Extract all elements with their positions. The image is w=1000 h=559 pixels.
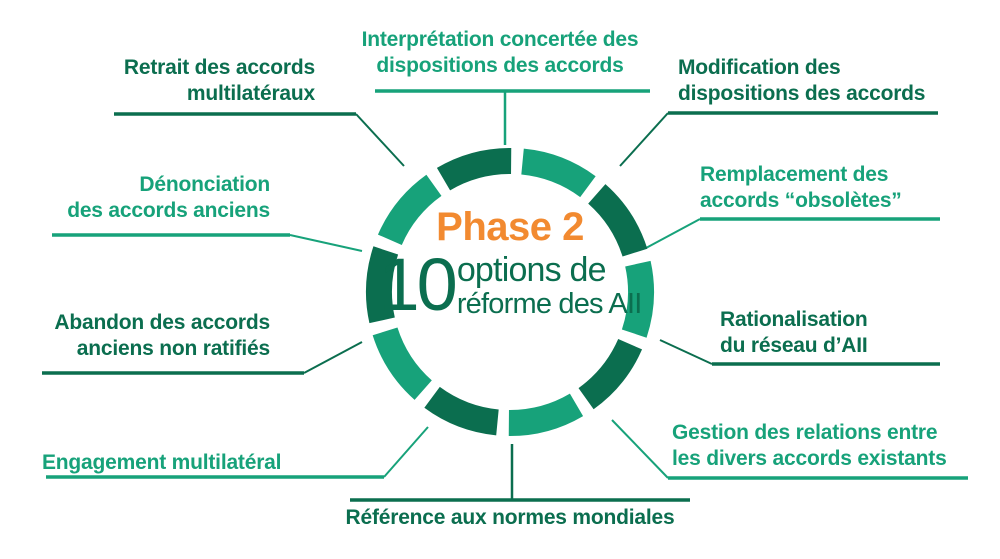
option-label-remplacement-des-accords-obsoletes: Remplacement des accords “obsolètes” xyxy=(700,163,902,212)
option-label-denonciation-des-accords-anciens: Dénonciation des accords anciens xyxy=(67,173,270,222)
connector-remplacement xyxy=(645,217,940,249)
option-label-reference-aux-normes-mondiales: Référence aux normes mondiales xyxy=(345,506,675,529)
option-label-interpretation-concertee: Interprétation concertée des disposition… xyxy=(361,28,639,77)
option-label-retrait-des-accords-multilateraux: Retrait des accords multilatéraux xyxy=(123,56,315,105)
connector-interpretation xyxy=(375,89,650,145)
ring-segment-engagement xyxy=(372,327,433,400)
connector-modification xyxy=(619,111,938,167)
ring-segment-retrait xyxy=(436,147,512,191)
connector-denonciation xyxy=(52,233,363,252)
connector-retrait xyxy=(114,112,405,167)
option-label-engagement-multilateral: Engagement multilatéral xyxy=(42,451,282,474)
ring-segment-remplacement xyxy=(621,260,654,338)
option-label-gestion-des-relations: Gestion des relations entre les divers a… xyxy=(672,421,947,470)
ring-segment-modification xyxy=(587,184,648,257)
ring-segment-denonciation xyxy=(377,174,442,246)
ring-segment-interpretation-left xyxy=(520,148,596,198)
ring-segment-rationalisation xyxy=(578,338,643,410)
connector-engagement xyxy=(46,426,429,479)
ring-segment-reference-right xyxy=(424,386,500,436)
donut-ring-segments xyxy=(366,147,654,437)
option-label-modification-des-dispositions: Modification des dispositions des accord… xyxy=(678,56,926,105)
ring-segment-gestion xyxy=(508,393,584,437)
ring-segment-abandon xyxy=(366,246,399,324)
connector-lines xyxy=(42,89,968,502)
connector-gestion xyxy=(611,419,968,480)
connector-abandon xyxy=(42,341,363,375)
option-label-rationalisation-du-reseau: Rationalisation du réseau d’AII xyxy=(720,308,868,357)
option-label-abandon-des-accords-anciens: Abandon des accords anciens non ratifiés xyxy=(54,311,270,360)
connector-rationalisation xyxy=(659,339,940,366)
connector-reference xyxy=(350,444,690,502)
